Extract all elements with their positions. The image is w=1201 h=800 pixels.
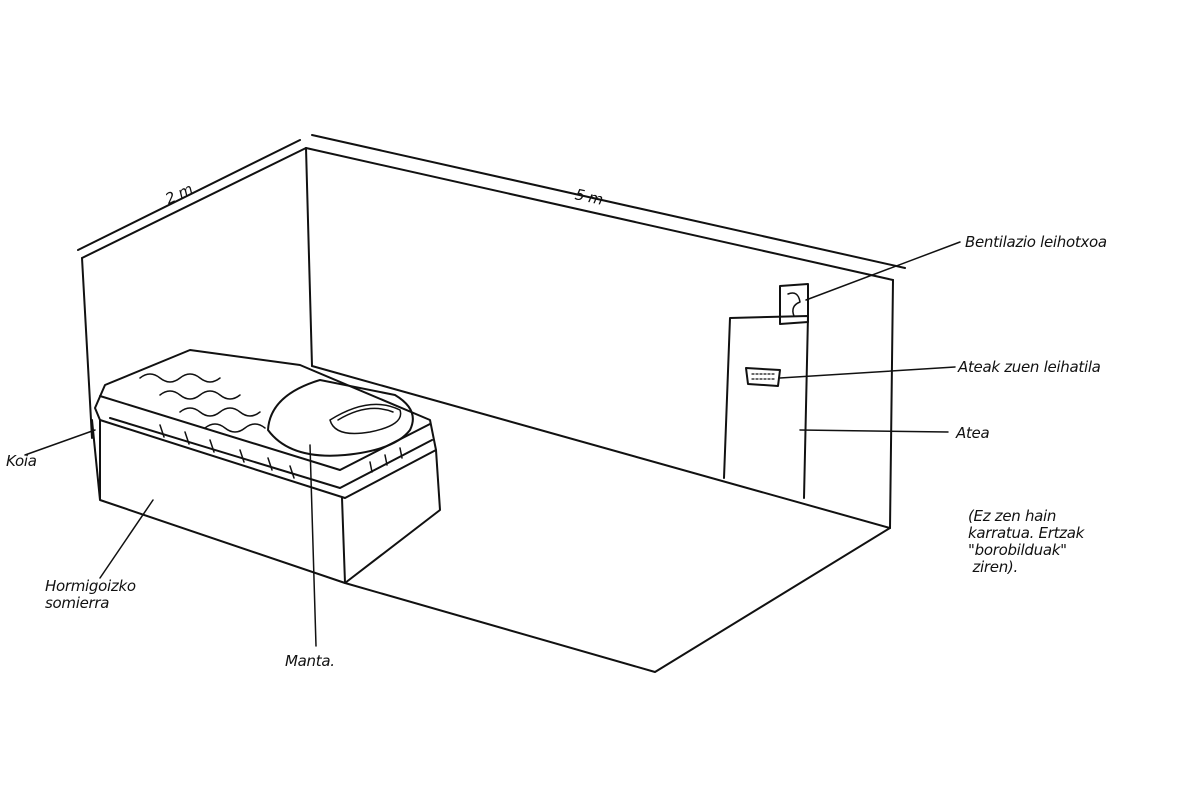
door-label: Atea [956, 424, 990, 442]
width-dimension-line [77, 139, 301, 251]
top-left-edge [81, 147, 307, 259]
base-leader [99, 499, 154, 579]
concrete-base-label: Hormigoizko somierra [45, 577, 136, 612]
back-corner-edge [305, 147, 313, 367]
left-wall-edge [81, 257, 93, 439]
vent-leader [805, 241, 961, 301]
mattress-stitches [159, 424, 403, 479]
pillow-label: Koia [6, 452, 37, 470]
blanket-leader [309, 444, 317, 647]
vent [779, 283, 809, 325]
door [723, 315, 809, 499]
door-window-label: Ateak zuen leihatila [958, 358, 1101, 376]
mattress [94, 349, 437, 499]
door-window-leader [779, 366, 956, 379]
door-leader [799, 429, 949, 433]
mattress-waves [139, 373, 266, 433]
blanket-label: Manta. [285, 652, 335, 670]
blanket [267, 379, 414, 457]
door-window [745, 367, 781, 387]
pillow-leader [24, 429, 96, 456]
floor-front-edge [344, 527, 891, 673]
right-wall-edge [889, 279, 894, 529]
concrete-base [91, 419, 441, 584]
length-dimension-line [311, 134, 906, 269]
shape-note: (Ez zen hain karratua. Ertzak "borobildu… [968, 507, 1084, 576]
vent-label: Bentilazio leihotxoa [965, 233, 1107, 251]
top-back-edge [305, 147, 894, 281]
floor-back-edge [311, 365, 891, 529]
